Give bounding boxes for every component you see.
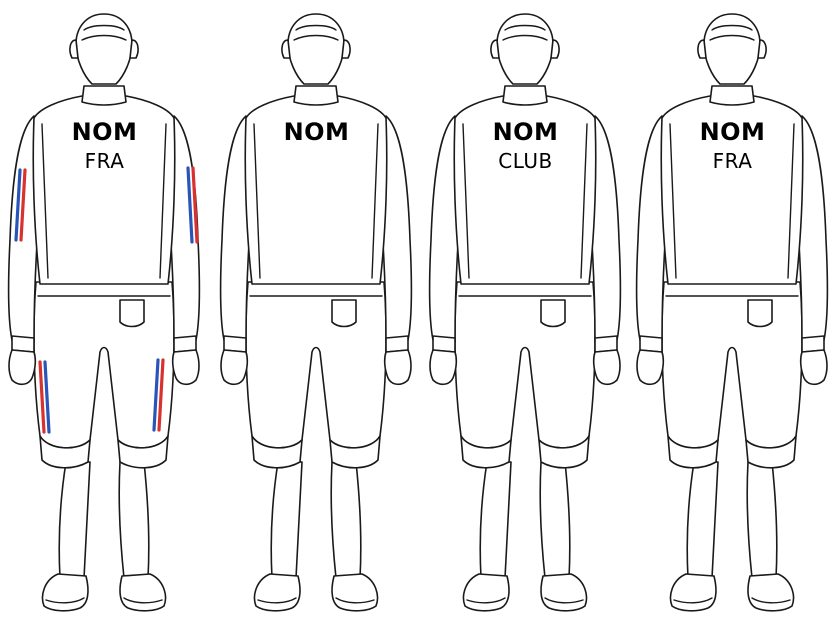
right-hand [173,350,199,384]
right-hand [385,350,411,384]
back-subtitle: FRA [628,149,837,173]
back-subtitle: FRA [0,149,209,173]
collar [294,86,338,105]
left-sock [687,462,718,578]
fencer-1: NOM FRA [0,0,209,619]
fencer-4: NOM FRA [628,0,837,619]
back-subtitle: CLUB [421,149,630,173]
left-ear [491,40,499,58]
left-shoe [671,574,716,611]
left-shoe [464,574,509,611]
back-pocket [120,300,144,327]
left-hand [221,350,247,384]
back-name: NOM [628,118,837,146]
left-hand [430,350,456,384]
left-ear [282,40,290,58]
right-hand [594,350,620,384]
right-ear [130,40,138,58]
right-ear [758,40,766,58]
head [288,14,344,84]
fencer-3: NOM CLUB [421,0,630,619]
fencer-figure [212,0,421,619]
fencer-figure [0,0,209,619]
fencer-2: NOM [212,0,421,619]
right-ear [342,40,350,58]
left-shoe [43,574,88,611]
left-sock [59,462,90,578]
left-shoe [255,574,300,611]
breeches [246,282,386,448]
right-shoe [541,574,586,611]
left-hand [637,350,663,384]
head [76,14,132,84]
left-hand [9,350,35,384]
breeches [455,282,595,448]
right-sock [331,462,361,578]
back-pocket [748,300,772,327]
back-name: NOM [0,118,209,146]
left-ear [698,40,706,58]
fencer-figure [421,0,630,619]
collar [82,86,126,105]
head [497,14,553,84]
left-sock [480,462,511,578]
back-name: NOM [212,118,421,146]
left-ear [70,40,78,58]
back-name: NOM [421,118,630,146]
fencer-figure [628,0,837,619]
right-ear [551,40,559,58]
right-shoe [332,574,377,611]
right-sock [747,462,777,578]
right-hand [801,350,827,384]
left-sock [271,462,302,578]
right-shoe [748,574,793,611]
head [704,14,760,84]
breeches [662,282,802,448]
back-pocket [541,300,565,327]
right-sock [119,462,149,578]
collar [503,86,547,105]
collar [710,86,754,105]
back-pocket [332,300,356,327]
right-sock [540,462,570,578]
right-shoe [120,574,165,611]
